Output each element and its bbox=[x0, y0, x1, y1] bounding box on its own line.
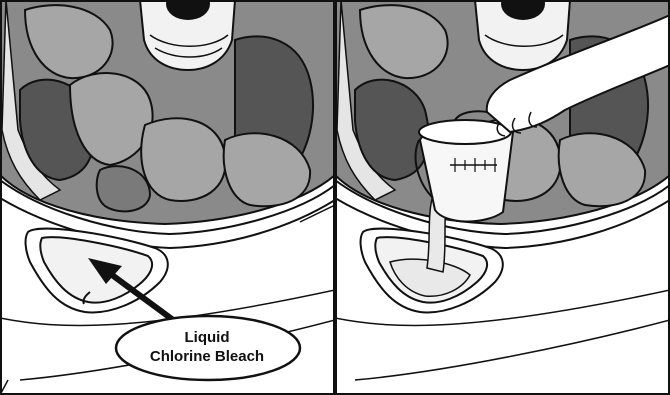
callout-label: Liquid Chlorine Bleach bbox=[117, 328, 297, 366]
light-cloth bbox=[141, 118, 225, 201]
callout-line-1: Liquid bbox=[117, 328, 297, 347]
callout-line-2: Chlorine Bleach bbox=[117, 347, 297, 366]
washer-illustration-right bbox=[335, 0, 670, 395]
panel-pour-bleach bbox=[335, 0, 670, 395]
panel-dispenser-location: Liquid Chlorine Bleach bbox=[0, 0, 335, 395]
